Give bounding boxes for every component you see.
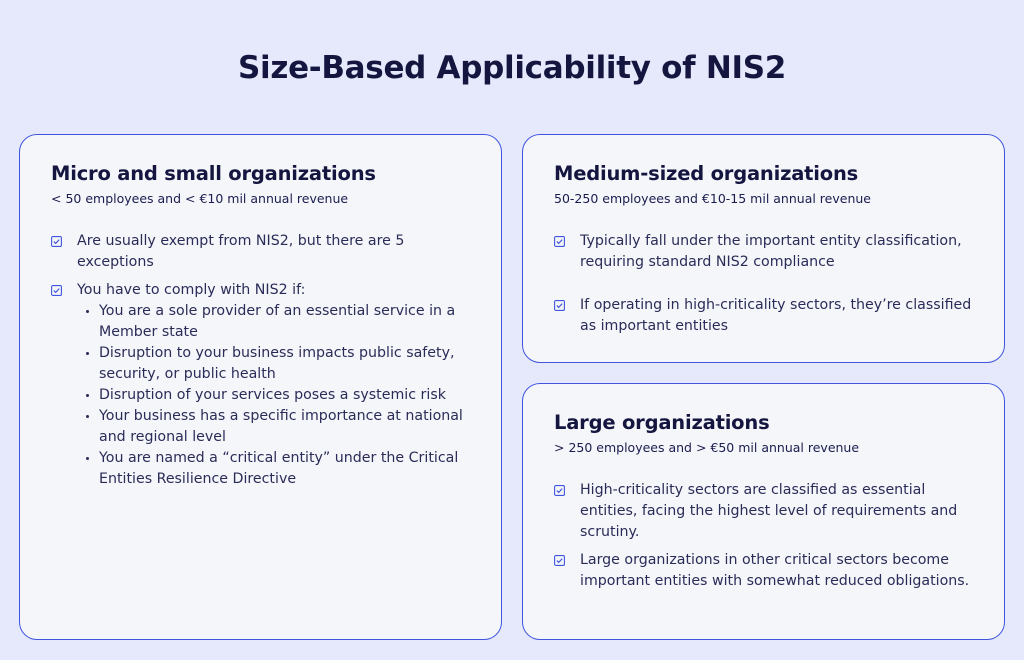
sub-list-item: You are named a “critical entity” under …: [77, 448, 481, 490]
exceptions-list: You are a sole provider of an essential …: [77, 301, 481, 490]
checkbox-checked-icon: [51, 236, 62, 247]
sub-list-item: Disruption to your business impacts publ…: [77, 343, 481, 385]
card-title: Large organizations: [554, 411, 770, 434]
checkbox-checked-icon: [554, 300, 565, 311]
card-title: Medium-sized organizations: [554, 162, 859, 185]
item-list: High-criticality sectors are classified …: [554, 480, 984, 592]
card-title: Micro and small organizations: [51, 162, 376, 185]
item-text: High-criticality sectors are classified …: [580, 482, 958, 540]
sub-list-item: You are a sole provider of an essential …: [77, 301, 481, 343]
sub-item-text: Your business has a specific importance …: [99, 408, 463, 445]
list-item: You have to comply with NIS2 if: You are…: [51, 280, 481, 490]
list-item: High-criticality sectors are classified …: [554, 480, 984, 543]
card-medium-sized-organizations: Medium-sized organizations 50-250 employ…: [522, 134, 1005, 363]
bullet-icon: [86, 457, 89, 460]
card-subtitle: 50-250 employees and €10-15 mil annual r…: [554, 191, 871, 206]
item-text: Are usually exempt from NIS2, but there …: [77, 233, 405, 270]
sub-list-item: Your business has a specific importance …: [77, 406, 481, 448]
checkbox-checked-icon: [554, 236, 565, 247]
sub-item-text: You are named a “critical entity” under …: [99, 450, 459, 487]
page-title: Size-Based Applicability of NIS2: [237, 50, 787, 86]
checkbox-checked-icon: [554, 485, 565, 496]
item-text: Typically fall under the important entit…: [580, 233, 962, 270]
list-item: Large organizations in other critical se…: [554, 550, 984, 592]
checkbox-checked-icon: [554, 555, 565, 566]
bullet-icon: [86, 352, 89, 355]
list-item: Are usually exempt from NIS2, but there …: [51, 231, 481, 273]
item-text: You have to comply with NIS2 if:: [77, 282, 306, 298]
item-text: Large organizations in other critical se…: [580, 552, 970, 589]
item-text: If operating in high-criticality sectors…: [580, 297, 972, 334]
sub-list-item: Disruption of your services poses a syst…: [77, 385, 481, 406]
item-list: Are usually exempt from NIS2, but there …: [51, 231, 481, 490]
bullet-icon: [86, 310, 89, 313]
sub-item-text: Disruption to your business impacts publ…: [99, 345, 455, 382]
item-list: Typically fall under the important entit…: [554, 231, 984, 337]
bullet-icon: [86, 415, 89, 418]
list-item: Typically fall under the important entit…: [554, 231, 984, 273]
card-large-organizations: Large organizations > 250 employees and …: [522, 383, 1005, 640]
card-micro-small-organizations: Micro and small organizations < 50 emplo…: [19, 134, 502, 640]
card-subtitle: < 50 employees and < €10 mil annual reve…: [51, 191, 349, 206]
list-item: If operating in high-criticality sectors…: [554, 295, 984, 337]
card-subtitle: > 250 employees and > €50 mil annual rev…: [554, 440, 860, 455]
sub-item-text: Disruption of your services poses a syst…: [99, 387, 446, 403]
checkbox-checked-icon: [51, 285, 62, 296]
sub-item-text: You are a sole provider of an essential …: [99, 303, 456, 340]
bullet-icon: [86, 394, 89, 397]
